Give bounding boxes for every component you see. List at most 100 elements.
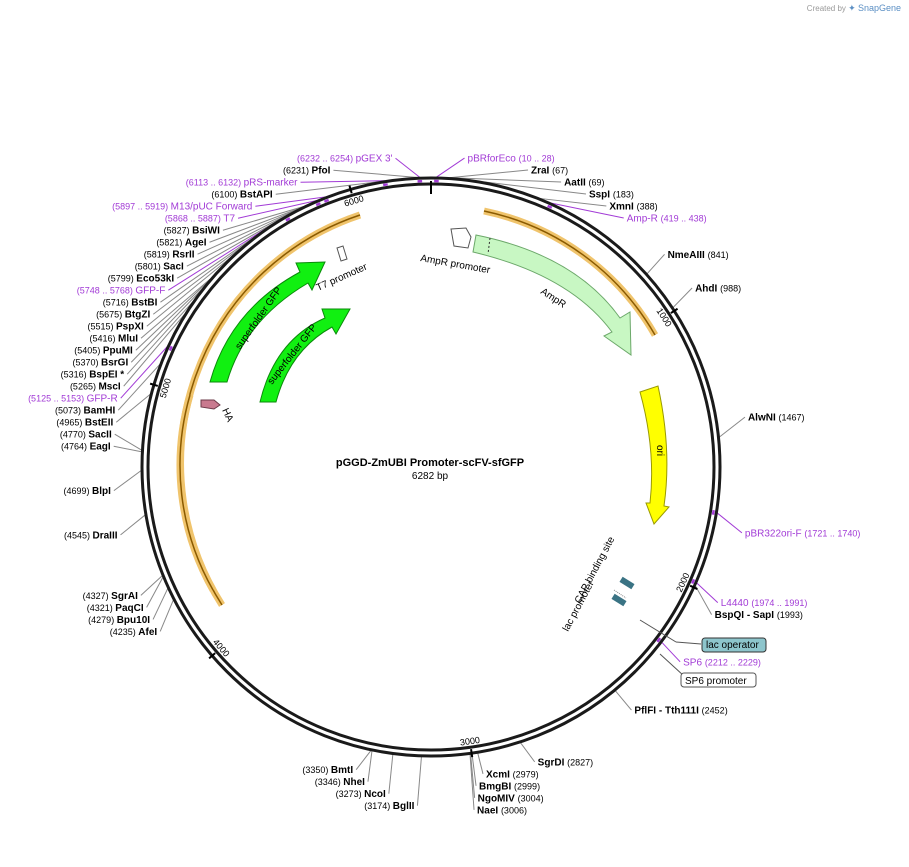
enzyme-blpi-name: BlpI (92, 486, 111, 497)
enzyme-alwni-leader (719, 416, 746, 438)
primer-pbrforeco-position: (10 .. 28) (519, 154, 555, 164)
ampr-promoter-arrow (450, 227, 472, 249)
ha-tag-arrow (200, 399, 221, 410)
primer-sp6-name: SP6 (683, 657, 705, 668)
primer-gfp-r-name: GFP-R (87, 394, 118, 405)
enzyme-sspi-position: (183) (613, 190, 634, 200)
enzyme-bsrgi-label: (5370) BsrGI (72, 358, 128, 369)
enzyme-aatii-position: (69) (589, 178, 605, 188)
enzyme-bglii-label: (3174) BglII (364, 801, 414, 812)
primer-prs-marker-mark (382, 183, 388, 187)
primer-pbrforeco-text: pBRforEco (10 .. 28) (468, 154, 555, 165)
enzyme-nmeaiii-position: (841) (708, 250, 729, 260)
primer-l4440-leader (696, 582, 719, 603)
enzyme-bmti-position: (3350) (302, 765, 331, 775)
enzyme-eagi-position: (4764) (61, 442, 90, 452)
tick-2000 (689, 584, 698, 590)
enzyme-bspei-position: (5316) (61, 370, 90, 380)
enzyme-agei-label: (5821) AgeI (156, 238, 206, 249)
enzyme-rsrii-leader (197, 207, 302, 255)
primer-pgex-3-name: pGEX 3' (356, 154, 393, 165)
enzyme-pspxi-text: (5515) PspXI (87, 322, 144, 333)
sp6-promoter-leader (659, 653, 685, 677)
enzyme-pfoi-position: (6231) (283, 166, 312, 176)
enzyme-zrai-name: ZraI (531, 166, 552, 177)
primer-m13-puc-forward-name: M13/pUC Forward (171, 202, 253, 213)
sp6-promoter-box (680, 672, 757, 688)
enzyme-nhei-text: (3346) NheI (315, 777, 365, 788)
enzyme-saci-position: (5801) (135, 262, 164, 272)
cap-binding-site-box (619, 576, 635, 590)
enzyme-sacii-leader (114, 433, 142, 451)
enzyme-pfoi-text: (6231) PfoI (283, 166, 331, 177)
enzyme-mlui-leader (140, 278, 211, 339)
primer-pgex-3-text: (6232 .. 6254) pGEX 3' (297, 154, 393, 165)
enzyme-rsrii-label: (5819) RsrII (144, 250, 195, 261)
enzyme-xmni-position: (388) (637, 202, 658, 212)
enzyme-bsteii-position: (4965) (56, 418, 85, 428)
enzyme-sgrdi-name: SgrDI (538, 757, 567, 768)
enzyme-bpu10i-label: (4279) Bpu10I (88, 615, 150, 626)
snapgene-credit: Created by ✦ SnapGene (807, 3, 901, 14)
enzyme-paqci-label: (4321) PaqCI (87, 603, 144, 614)
enzyme-zrai-label: ZraI (67) (531, 166, 568, 177)
enzyme-bspei-text: (5316) BspEI * (61, 370, 125, 381)
enzyme-bspqi-sapi-leader (695, 585, 713, 615)
enzyme-bspqi-sapi-name: BspQI - SapI (715, 610, 777, 621)
enzyme-bamhi-text: (5073) BamHI (55, 406, 115, 417)
enzyme-mlui-position: (5416) (89, 334, 118, 344)
enzyme-ppumi-text: (5405) PpuMI (74, 346, 133, 357)
primer-m13-puc-forward-position: (5897 .. 5919) (112, 202, 171, 212)
enzyme-bsiwi-name: BsiWI (192, 226, 220, 237)
primer-t7-name: T7 (223, 214, 235, 225)
plasmid-size: 6282 bp (412, 471, 449, 482)
lac-promoter-box (611, 593, 627, 607)
enzyme-bstbi-text: (5716) BstBI (103, 298, 158, 309)
primer-l4440-mark (691, 578, 696, 585)
credit-brand: SnapGene (857, 3, 901, 13)
enzyme-ngomiv-name: NgoMIV (478, 793, 518, 804)
lac-operator-label: lac operator (706, 640, 759, 651)
enzyme-bsteii-leader (115, 393, 151, 423)
enzyme-btgzi-name: BtgZI (125, 310, 151, 321)
enzyme-bpu10i-position: (4279) (88, 615, 117, 625)
enzyme-pspxi-position: (5515) (87, 322, 116, 332)
primer-pgex-3-leader (395, 157, 420, 178)
enzyme-alwni-text: AlwNI (1467) (748, 413, 805, 424)
enzyme-mlui-text: (5416) MluI (89, 334, 138, 345)
enzyme-ncoi-leader (388, 754, 394, 794)
primer-gfp-r-position: (5125 .. 5153) (28, 394, 87, 404)
enzyme-ncoi-position: (3273) (336, 789, 365, 799)
tick-label-3000: 3000 (459, 735, 480, 748)
enzyme-bglii-text: (3174) BglII (364, 801, 414, 812)
enzyme-pfoi-name: PfoI (312, 166, 331, 177)
primer-sp6-leader (661, 642, 681, 663)
primer-sp6-position: (2212 .. 2229) (705, 657, 761, 667)
enzyme-ngomiv-label: NgoMIV (3004) (478, 793, 544, 804)
primer-prs-marker-position: (6113 .. 6132) (186, 178, 244, 188)
enzyme-agei-text: (5821) AgeI (156, 238, 206, 249)
primer-amp-r-name: Amp-R (627, 214, 661, 225)
enzyme-bamhi-leader (117, 364, 161, 411)
enzyme-bglii-name: BglII (393, 801, 415, 812)
enzyme-xmni-label: XmnI (388) (609, 202, 657, 213)
enzyme-bstapi-leader (275, 181, 379, 195)
primer-pbr322ori-f-label: pBR322ori-F (1721 .. 1740) (745, 528, 861, 539)
enzyme-bsiwi-text: (5827) BsiWI (164, 226, 221, 237)
ampr-promoter-label: AmpR promoter (419, 253, 491, 276)
enzyme-alwni-position: (1467) (779, 413, 805, 423)
enzyme-bmgbi-name: BmgBI (479, 781, 514, 792)
enzyme-naei-position: (3006) (501, 805, 527, 815)
enzyme-eagi-label: (4764) EagI (61, 442, 111, 453)
enzyme-sgrai-name: SgrAI (111, 591, 138, 602)
enzyme-afei-label: (4235) AfeI (110, 627, 158, 638)
primer-pbrforeco-name: pBRforEco (468, 154, 519, 165)
enzyme-rsrii-name: RsrII (172, 250, 194, 261)
t7-promoter-arrow (336, 245, 348, 262)
primer-gfp-f-label: (5748 .. 5768) GFP-F (77, 286, 166, 297)
enzyme-ahdi-text: AhdI (988) (695, 283, 741, 294)
primer-sp6-mark (656, 637, 662, 643)
tick-6000 (348, 185, 353, 194)
enzyme-bsiwi-label: (5827) BsiWI (164, 226, 221, 237)
primer-gfp-r-label: (5125 .. 5153) GFP-R (28, 394, 118, 405)
